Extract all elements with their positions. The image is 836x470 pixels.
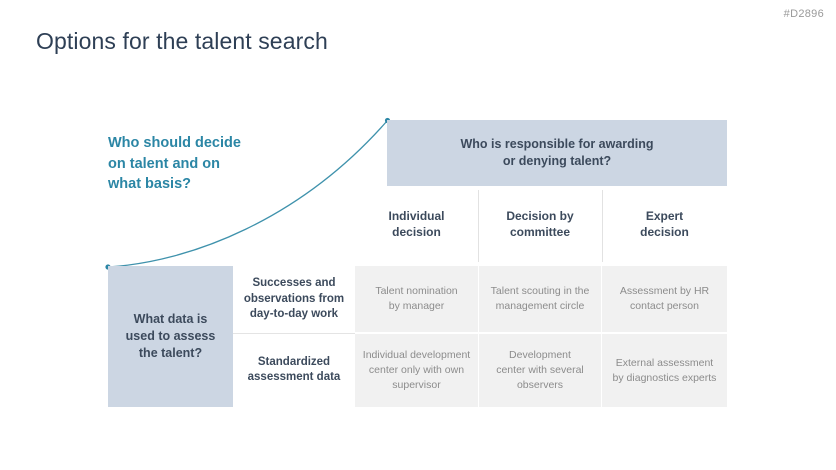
column-header-decision-by-committee: Decision by committee: [506, 209, 574, 239]
row-separator: [233, 333, 355, 334]
column-separator: [602, 190, 603, 262]
vertical-axis-question: Who should decide on talent and on what …: [108, 135, 241, 192]
horizontal-axis-question: Who is responsible for awarding or denyi…: [460, 137, 654, 168]
page-title: Options for the talent search: [36, 28, 328, 54]
reference-code: #D2896: [783, 8, 824, 20]
column-header-expert-decision: Expert decision: [640, 209, 689, 239]
table-cell: Development center with several observer…: [479, 334, 601, 407]
table-cell: External assessment by diagnostics exper…: [602, 334, 727, 407]
table-cell: Talent nomination by manager: [355, 266, 478, 332]
column-header-individual-decision: Individual decision: [388, 209, 445, 239]
row-header-day-to-day-work: Successes and observations from day-to-d…: [243, 277, 345, 321]
table-cell: Individual development center only with …: [355, 334, 478, 407]
horizontal-axis-band: [387, 120, 727, 186]
table-cell: Assessment by HR contact person: [602, 266, 727, 332]
column-separator: [478, 190, 479, 262]
row-axis-box: [108, 266, 233, 407]
row-axis-label: What data is used to assess the talent?: [125, 312, 216, 360]
row-header-standardized-assessment: Standardized assessment data: [247, 355, 341, 384]
table-cell: Talent scouting in the management circle: [479, 266, 601, 332]
